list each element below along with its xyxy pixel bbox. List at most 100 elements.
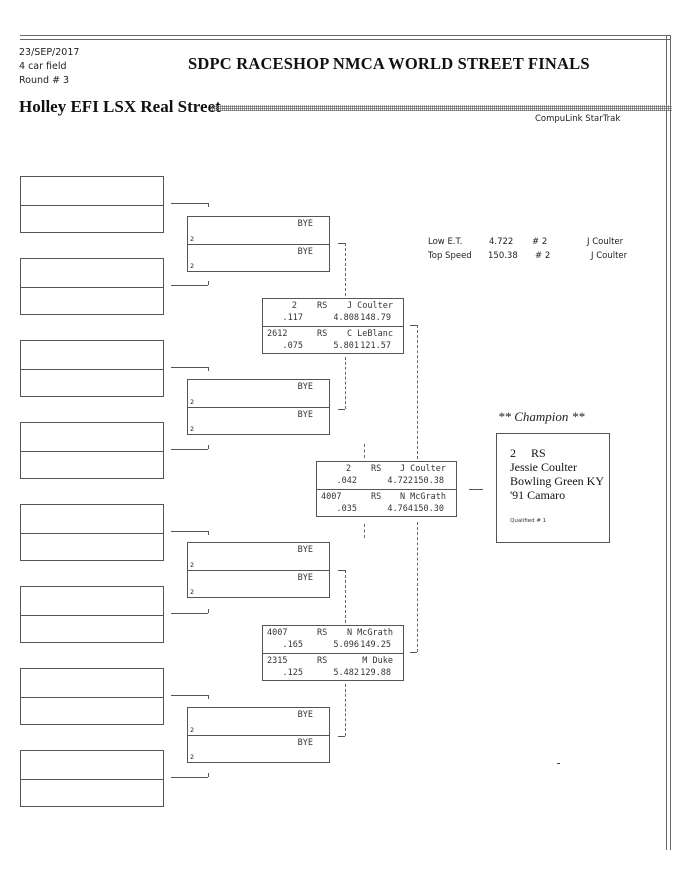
top-speed-car: # 2 <box>535 251 551 261</box>
bracket-connector <box>208 773 209 777</box>
bracket-connector <box>345 684 346 736</box>
bracket-connector <box>410 325 417 326</box>
seed-number: 2 <box>190 561 195 569</box>
bracket-connector <box>208 531 209 535</box>
champion-box: 2 RS Jessie Coulter Bowling Green KY '91… <box>496 433 610 543</box>
slot-row-bottom <box>21 696 163 725</box>
match-entry: 2315 RS M Duke .125 5.482 129.88 <box>263 653 403 680</box>
low-et-driver: J Coulter <box>587 237 624 247</box>
bracket-connector <box>171 777 208 778</box>
elapsed-time: 5.482 <box>333 668 359 678</box>
car-class: RS <box>317 656 328 666</box>
bracket-connector <box>208 445 209 449</box>
low-et-value: 4.722 <box>489 237 514 247</box>
bracket-connector <box>171 449 208 450</box>
bracket-connector <box>171 695 208 696</box>
speed-mph: 121.57 <box>360 341 391 351</box>
driver-name: N McGrath <box>346 628 393 638</box>
bracket-connector <box>171 531 208 532</box>
elapsed-time: 4.764 <box>387 504 413 514</box>
slot-row-top <box>21 177 163 205</box>
bye-label: BYE <box>297 710 313 720</box>
seed-number: 2 <box>190 425 195 433</box>
car-number: 2 <box>291 301 297 311</box>
reaction-time: .117 <box>282 313 303 323</box>
bracket-connector <box>345 570 346 623</box>
seed-number: 2 <box>190 262 195 270</box>
champion-car-line: 2 RS <box>510 446 546 460</box>
bracket-connector <box>208 367 209 371</box>
top-speed-label: Top Speed <box>428 251 472 261</box>
match-entry: 4007 RS N McGrath .165 5.096 149.25 <box>263 626 403 653</box>
slot-row-bottom <box>21 450 163 479</box>
seed-number: 2 <box>190 398 195 406</box>
speed-mph: 148.79 <box>360 313 391 323</box>
round1-slot <box>20 504 164 561</box>
bracket-connector <box>345 357 346 409</box>
driver-name: M Duke <box>362 656 393 666</box>
slot-row-top <box>21 423 163 451</box>
slot-row-bottom <box>21 614 163 643</box>
elapsed-time: 5.096 <box>333 640 359 650</box>
slot-row-bottom <box>21 368 163 397</box>
round2-entry: BYE 2 <box>188 708 329 735</box>
bracket-connector <box>171 203 208 204</box>
match-entry: 2 RS J Coulter .117 4.808 148.79 <box>263 299 403 326</box>
bracket-connector <box>364 444 365 458</box>
match-entry: 2 RS J Coulter .042 4.722 150.38 <box>317 462 456 489</box>
seed-number: 2 <box>190 726 195 734</box>
top-speed-value: 150.38 <box>488 251 518 261</box>
page-border-right <box>666 35 671 850</box>
slot-row-top <box>21 587 163 615</box>
round1-slot <box>20 258 164 315</box>
seed-number: 2 <box>190 235 195 243</box>
round-number: Round # 3 <box>19 75 70 86</box>
speed-mph: 150.30 <box>413 504 444 514</box>
speed-mph: 150.38 <box>413 476 444 486</box>
elapsed-time: 4.808 <box>333 313 359 323</box>
round1-slot <box>20 586 164 643</box>
bracket-connector <box>469 489 483 490</box>
slot-row-top <box>21 751 163 779</box>
reaction-time: .165 <box>282 640 303 650</box>
bracket-connector <box>364 524 365 538</box>
bracket-connector <box>338 570 345 571</box>
champion-qualified: Qualified # 1 <box>510 518 547 524</box>
reaction-time: .042 <box>336 476 357 486</box>
match-entry: 2612 RS C LeBlanc .075 5.801 121.57 <box>263 326 403 353</box>
car-number: 2 <box>345 464 351 474</box>
car-class: RS <box>371 464 382 474</box>
bracket-connector <box>338 409 345 410</box>
page-border-top <box>20 35 670 40</box>
car-number: 4007 <box>321 492 342 502</box>
bracket-connector <box>171 367 208 368</box>
match-entry: 4007 RS N McGrath .035 4.764 150.30 <box>317 489 456 516</box>
round1-slot <box>20 422 164 479</box>
round1-slot <box>20 176 164 233</box>
bracket-connector <box>171 285 208 286</box>
slot-row-top <box>21 341 163 369</box>
slot-row-top <box>21 505 163 533</box>
car-class: RS <box>317 329 328 339</box>
bye-label: BYE <box>297 382 313 392</box>
champion-name: Jessie Coulter <box>510 460 577 474</box>
dotted-rule <box>210 105 672 111</box>
bye-label: BYE <box>297 410 313 420</box>
round1-slot <box>20 750 164 807</box>
round2-entry: BYE 2 <box>188 380 329 407</box>
bracket-connector <box>417 325 418 459</box>
software-credit: CompuLink StarTrak <box>535 114 621 124</box>
slot-row-bottom <box>21 204 163 233</box>
slot-row-top <box>21 669 163 697</box>
bracket-connector <box>410 652 417 653</box>
slot-row-bottom <box>21 286 163 315</box>
event-date: 23/SEP/2017 <box>19 47 80 58</box>
